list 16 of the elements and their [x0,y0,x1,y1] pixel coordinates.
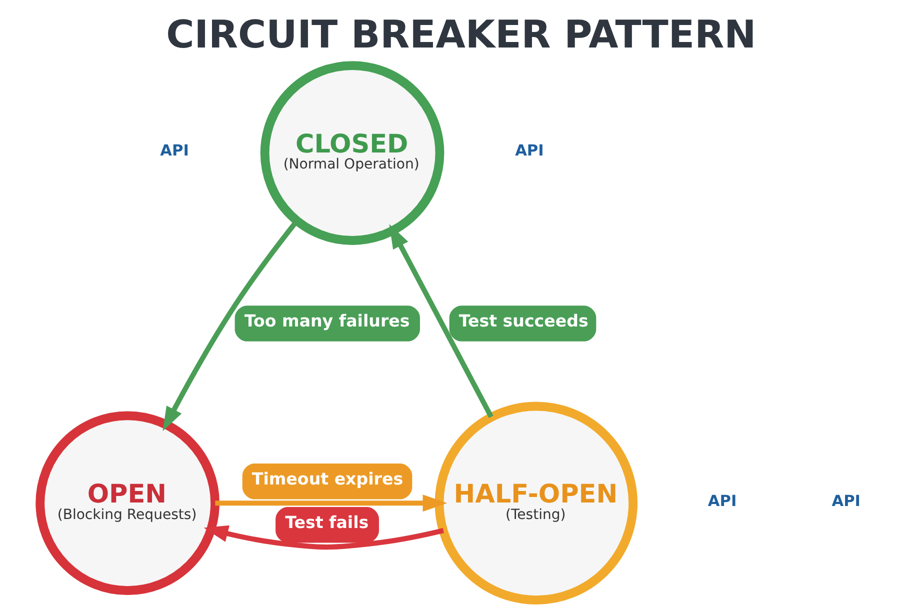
label: API [160,142,188,160]
arrow [214,494,447,512]
node-circle: HALF-OPEN (Testing) [434,402,638,604]
edge-label: Test fails [284,512,368,532]
label: API [707,492,736,510]
arrow [388,224,493,418]
diagram-title: CIRCUIT BREAKER PATTERN [166,12,756,58]
edge-label: Too many failures [244,312,410,331]
node-circle: OPEN (Blocking Requests) [35,411,219,596]
label: API [514,142,544,160]
edge-label: Timeout expires [251,469,403,488]
arrow [203,525,444,550]
arrow [162,220,298,432]
edge-label: Test succeeds [458,312,588,331]
node-circle: CLOSED (Normal Operation) [260,61,444,245]
label: API [831,492,860,510]
